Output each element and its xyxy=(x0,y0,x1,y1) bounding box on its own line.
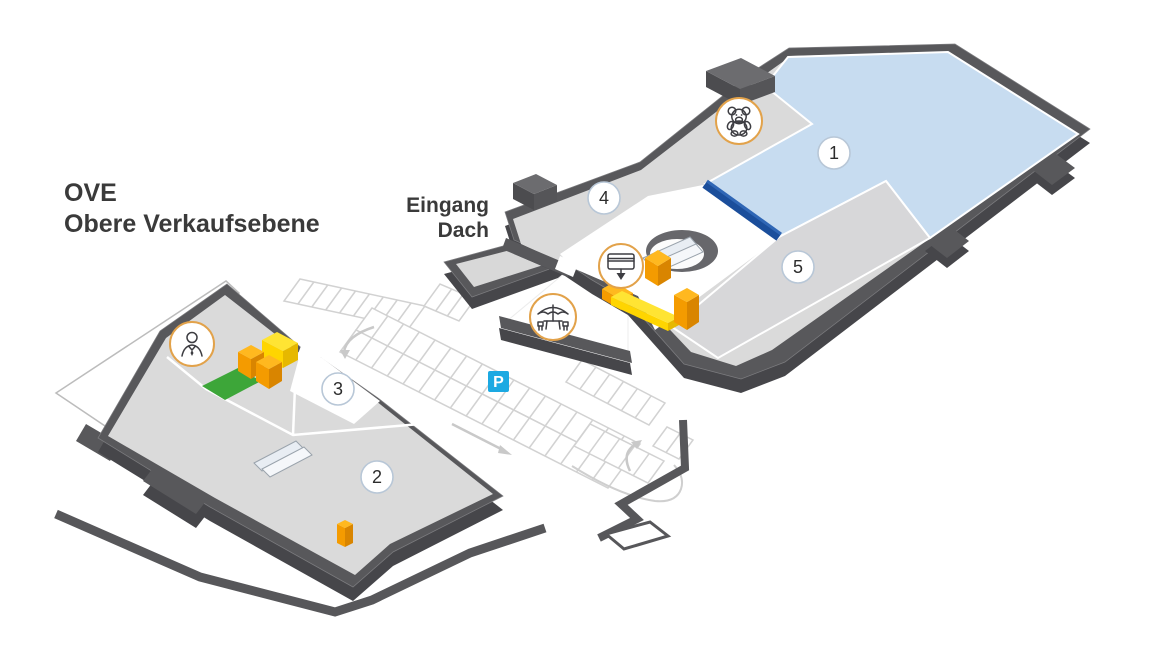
lower-wall-bump xyxy=(143,464,210,514)
page-title-line2: Obere Verkaufsebene xyxy=(64,210,320,238)
badge-ring xyxy=(781,250,815,284)
checkout-marker[interactable] xyxy=(598,243,644,289)
marker-ring xyxy=(598,243,644,289)
badge-ring xyxy=(321,372,355,406)
building-lower xyxy=(54,280,504,601)
roof-block xyxy=(706,58,775,105)
courtyard-wall-extrusion xyxy=(499,328,632,375)
parking-boundary-wall xyxy=(597,419,690,542)
merchandise-boxes xyxy=(238,332,298,389)
zone-badge-2[interactable]: 2 xyxy=(360,460,394,494)
parking-sign-letter: P xyxy=(493,374,504,391)
zone-number: 3 xyxy=(333,379,343,399)
teddy-bear-icon xyxy=(726,106,752,137)
checkout-boxes xyxy=(602,250,699,331)
zone-number: 5 xyxy=(793,257,803,277)
entrance-label-line1: Eingang xyxy=(406,194,489,217)
driving-direction-arrow xyxy=(340,325,375,359)
page-title-line1: OVE xyxy=(64,179,117,207)
walkway-wall xyxy=(502,238,572,277)
zone-badge-1[interactable]: 1 xyxy=(817,136,851,170)
parking-lot: P xyxy=(54,278,695,617)
badge-ring xyxy=(587,181,621,215)
customer-service-marker[interactable] xyxy=(169,321,215,367)
divider-wall xyxy=(702,180,782,241)
zone-badge-3[interactable]: 3 xyxy=(321,372,355,406)
parking-exit-ramp xyxy=(602,520,672,551)
parking-sign-box xyxy=(488,371,509,392)
zone-badge-5[interactable]: 5 xyxy=(781,250,815,284)
zone-number: 2 xyxy=(372,467,382,487)
perimeter-road xyxy=(54,509,547,617)
divider-wall-top xyxy=(706,179,782,236)
roof-block xyxy=(513,174,557,210)
escalator xyxy=(253,440,313,478)
zone-badge-4[interactable]: 4 xyxy=(587,181,621,215)
customer-service-icon xyxy=(181,331,203,357)
parking-sign[interactable]: P xyxy=(488,371,509,392)
passage-gap xyxy=(555,256,578,277)
toys-marker[interactable] xyxy=(715,97,763,145)
driving-direction-arrow xyxy=(625,440,642,472)
marker-ring xyxy=(169,321,215,367)
entrance-label-line2: Dach xyxy=(438,219,489,242)
zone-number: 4 xyxy=(599,188,609,208)
badge-ring xyxy=(360,460,394,494)
room-divider-lines xyxy=(166,356,433,437)
card-payment-icon xyxy=(607,253,635,280)
zone-number: 1 xyxy=(829,143,839,163)
info-box xyxy=(337,520,353,547)
umbrella-terrace-icon xyxy=(537,304,569,331)
badge-ring xyxy=(817,136,851,170)
driving-direction-arrow xyxy=(451,422,512,455)
building-upper xyxy=(443,43,1091,393)
parking-lane-outline xyxy=(571,464,684,503)
cafe-marker[interactable] xyxy=(529,293,577,341)
